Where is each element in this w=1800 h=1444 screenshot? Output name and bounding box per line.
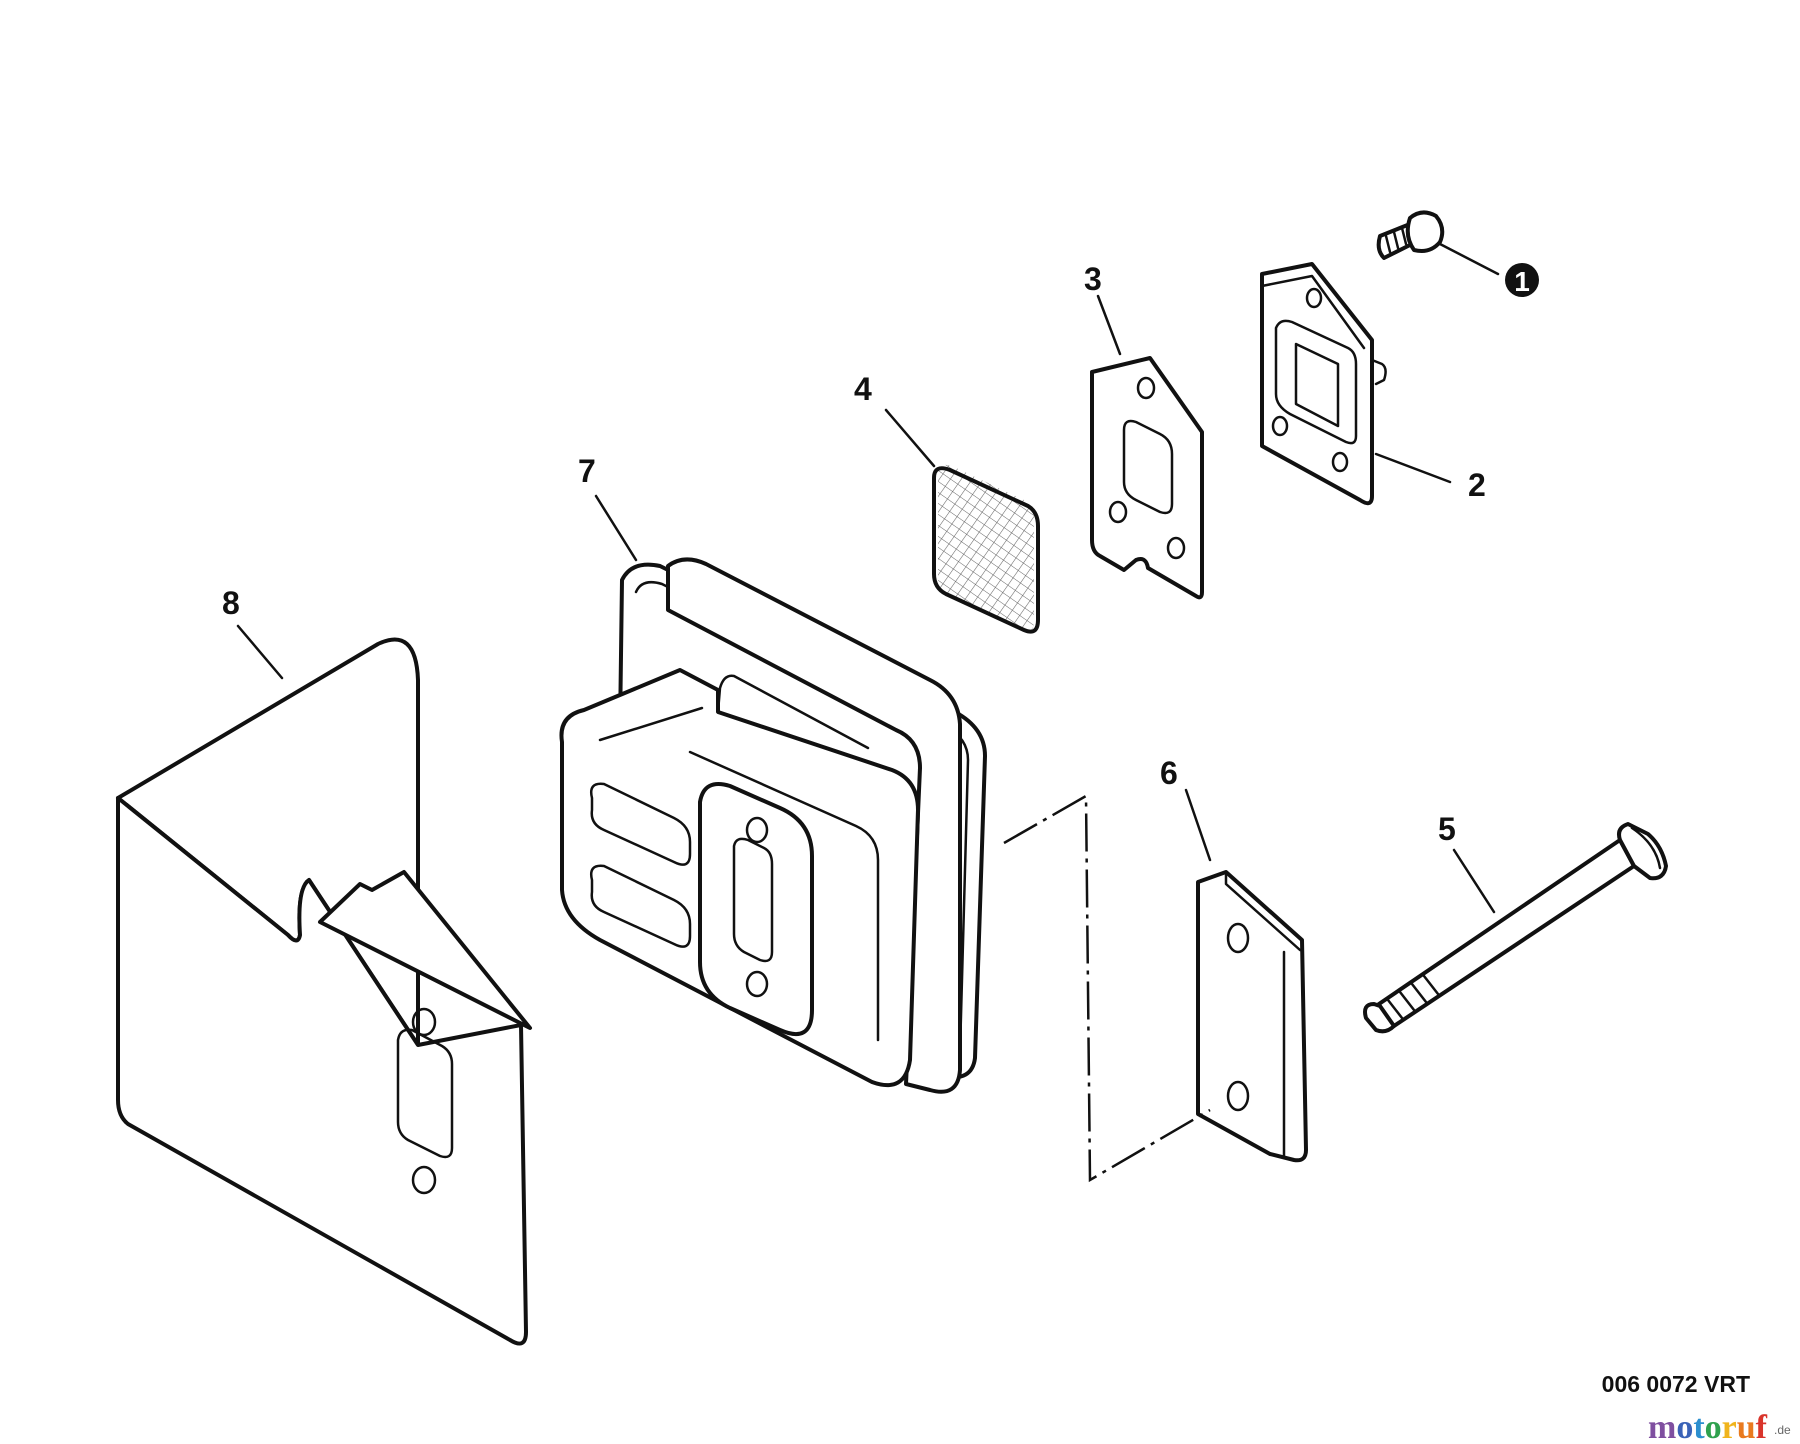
callout-1: 1 xyxy=(1505,263,1539,297)
svg-text:motoruf: motoruf xyxy=(1648,1409,1768,1444)
long-bolt-part-5 xyxy=(1363,822,1668,1034)
muffler-body-part-7 xyxy=(559,557,987,1094)
screw-part-1 xyxy=(1376,210,1445,260)
watermark-letter: t xyxy=(1693,1409,1705,1444)
svg-text:1: 1 xyxy=(1514,266,1530,297)
diagram-reference-code: 006 0072 VRT xyxy=(1602,1371,1750,1397)
spark-screen-part-4 xyxy=(932,464,1040,634)
heat-shield-part-8 xyxy=(116,637,532,1346)
watermark-letter: f xyxy=(1756,1409,1768,1444)
alignment-line xyxy=(1003,793,1211,1183)
callout-5: 5 xyxy=(1438,811,1456,847)
watermark-letter: r xyxy=(1722,1409,1737,1444)
cover-plate-part-2 xyxy=(1260,262,1387,506)
callout-8: 8 xyxy=(222,585,240,621)
spacer-plate-part-6 xyxy=(1196,870,1308,1163)
watermark-letter: m xyxy=(1648,1409,1676,1444)
gasket-part-3 xyxy=(1090,356,1204,600)
watermark-letter: o xyxy=(1676,1409,1693,1444)
callout-4: 4 xyxy=(854,371,872,407)
motoruf-watermark: motoruf .de xyxy=(1648,1409,1791,1444)
callout-2: 2 xyxy=(1468,467,1486,503)
watermark-letter: u xyxy=(1737,1409,1756,1444)
callout-3: 3 xyxy=(1084,261,1102,297)
callout-6: 6 xyxy=(1160,755,1178,791)
svg-text:.de: .de xyxy=(1774,1423,1791,1437)
callout-7: 7 xyxy=(578,453,596,489)
leader-lines xyxy=(236,242,1500,914)
watermark-letter: o xyxy=(1705,1409,1722,1444)
